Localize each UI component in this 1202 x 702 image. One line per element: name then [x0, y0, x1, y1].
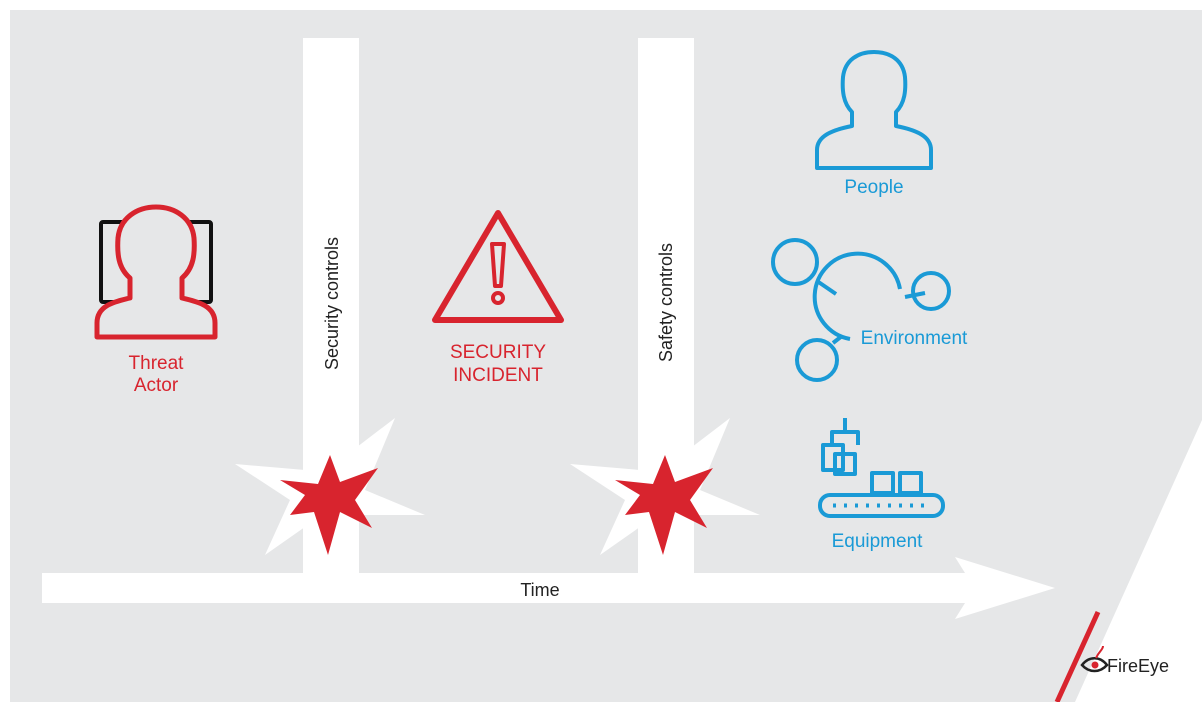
- eye-flame-icon: [1080, 645, 1109, 673]
- person-icon: [815, 50, 933, 170]
- corner-slash: [1054, 610, 1101, 702]
- people-label: People: [844, 177, 903, 198]
- environment-label: Environment: [861, 328, 968, 349]
- equipment-label: Equipment: [832, 531, 924, 552]
- fireeye-wordmark: FireEye: [1107, 656, 1169, 676]
- safety-controls-label: Safety controls: [656, 243, 676, 362]
- time-label: Time: [520, 580, 559, 600]
- fireeye-logo: FireEye: [1080, 645, 1169, 676]
- safety-breach-burst-icon: [570, 418, 760, 590]
- security-incident-label-line2: INCIDENT: [453, 365, 543, 386]
- threat-actor-icon: [94, 204, 218, 340]
- time-arrow: [42, 557, 1055, 619]
- equipment-conveyor-icon: [818, 418, 945, 518]
- security-incident-label-line1: SECURITY: [450, 342, 546, 363]
- threat-actor-label-line2: Actor: [134, 375, 179, 396]
- warning-icon: [432, 210, 564, 323]
- threat-actor-label-line1: Threat: [129, 353, 185, 374]
- security-controls-label: Security controls: [322, 237, 342, 370]
- security-breach-burst-icon: [235, 418, 425, 590]
- environment-network-icon: [771, 238, 951, 382]
